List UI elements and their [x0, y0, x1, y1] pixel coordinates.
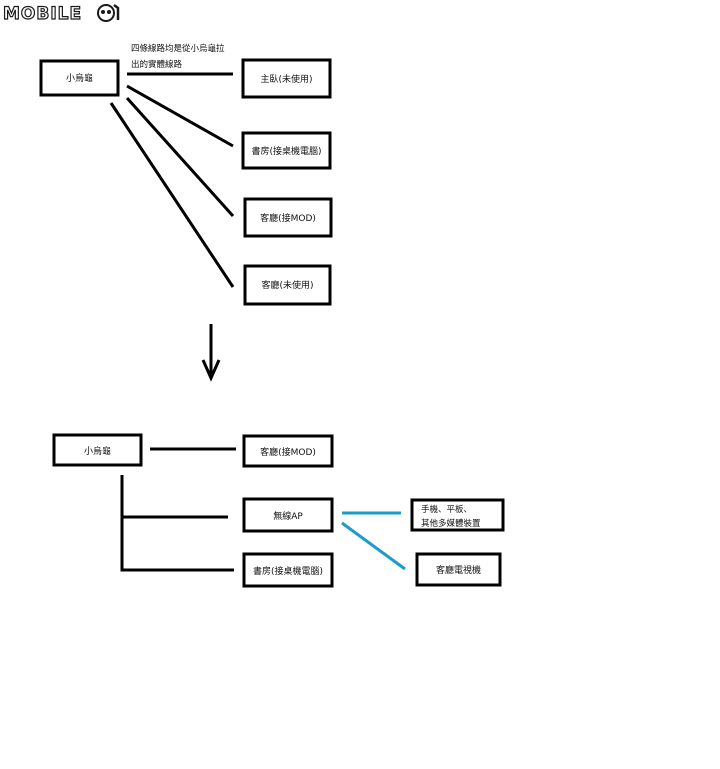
mobile01-logo: MOBILE	[2, 2, 128, 25]
bottom-target-box-wireless-ap: 無線AP	[242, 497, 334, 533]
bottom-connectors	[120, 447, 236, 572]
top-source-box: 小烏龜	[39, 59, 120, 97]
wireless-target-label-line2: 其他多媒體裝置	[421, 518, 481, 529]
connector-line	[125, 96, 235, 218]
top-target-label: 主臥(未使用)	[260, 73, 312, 85]
wireless-line	[341, 521, 406, 571]
bottom-target-label: 書房(接桌機電腦)	[253, 565, 323, 577]
top-target-box-living-unused: 客廳(未使用)	[243, 264, 332, 306]
top-target-label: 書房(接桌機電腦)	[251, 145, 321, 157]
note-text-line1: 四條線路均是從小烏龜拉	[131, 43, 225, 54]
wireless-connectors	[341, 511, 406, 571]
bottom-source-label: 小烏龜	[84, 445, 111, 457]
bottom-target-box-living-mod: 客廳(接MOD)	[242, 434, 334, 468]
top-target-box-study: 書房(接桌機電腦)	[241, 131, 332, 170]
top-connectors	[109, 72, 235, 288]
bottom-source-box: 小烏龜	[52, 433, 143, 467]
wireless-target-label: 客廳電視機	[436, 564, 481, 576]
connector-line	[109, 102, 235, 288]
connector-line	[120, 475, 234, 572]
top-target-label: 客廳(接MOD)	[260, 212, 316, 224]
down-arrow-icon	[201, 324, 221, 382]
top-target-label: 客廳(未使用)	[261, 279, 313, 291]
top-target-box-living-mod: 客廳(接MOD)	[243, 197, 333, 238]
bottom-target-box-study: 書房(接桌機電腦)	[242, 552, 334, 588]
svg-text:MOBILE: MOBILE	[3, 4, 82, 24]
wireless-target-label-line1: 手機、平板、	[421, 504, 472, 515]
connector-line	[126, 84, 234, 148]
bottom-target-label: 客廳(接MOD)	[260, 446, 316, 458]
wireless-target-box-devices: 手機、平板、 其他多媒體裝置	[410, 498, 505, 532]
top-source-label: 小烏龜	[66, 72, 93, 84]
wireless-target-box-tv: 客廳電視機	[415, 552, 502, 587]
top-target-box-master-bedroom: 主臥(未使用)	[241, 58, 332, 99]
note-text-line2: 出的實體線路	[131, 59, 183, 70]
bottom-target-label: 無線AP	[273, 510, 303, 522]
